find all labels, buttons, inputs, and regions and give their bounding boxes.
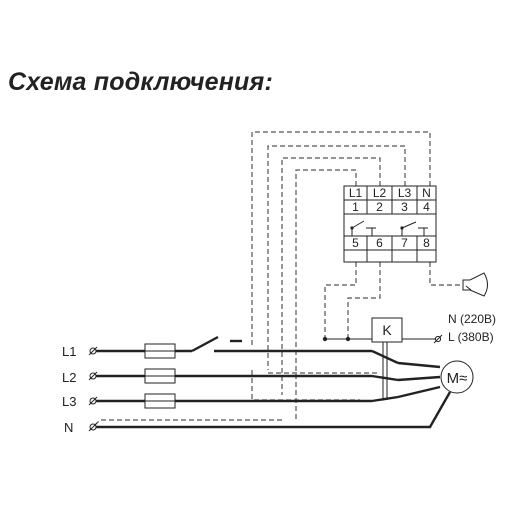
wire-l1-control (295, 169, 357, 420)
contactor-label: K (382, 322, 392, 338)
input-label-l1: L1 (62, 344, 76, 359)
wire-relay-5 (324, 262, 357, 338)
relay-terminal-n: N (422, 186, 431, 200)
relay-number-3: 3 (401, 200, 408, 214)
relay-number-1: 1 (352, 200, 359, 214)
supply-neutral-label: N (220В) (448, 312, 496, 326)
input-label-n: N (64, 420, 73, 435)
supply-labels: N (220В) L (380В) (433, 312, 496, 344)
wire-relay-6 (347, 262, 381, 338)
input-label-l3: L3 (62, 394, 76, 409)
wire-phase-link-a (251, 370, 360, 401)
relay-box (343, 185, 437, 263)
motor-label: M≈ (447, 370, 468, 387)
relay-terminal-l1: L1 (349, 186, 363, 200)
input-terminals: L1 L2 L3 N (62, 344, 98, 435)
breaker-switch (191, 335, 219, 353)
relay-number-7: 7 (401, 236, 408, 250)
relay-contact-left (350, 220, 376, 236)
neutral-line (96, 391, 452, 429)
terminal-l3 (88, 396, 98, 406)
input-label-l2: L2 (62, 370, 76, 385)
relay-terminal-l3: L3 (398, 186, 412, 200)
phase-lines (96, 335, 452, 429)
dashed-control-wires (92, 131, 462, 428)
contactor-k: K (325, 317, 441, 403)
wire-l3-control (267, 145, 406, 370)
terminal-l2 (88, 371, 98, 381)
terminal-n (88, 422, 98, 432)
horn-icon (462, 272, 488, 297)
relay-unit: L1 L2 L3 N 1 2 3 4 5 6 7 8 (343, 185, 437, 263)
wire-l2-control (281, 157, 381, 395)
supply-line-label: L (380В) (448, 330, 494, 344)
wire-relay-8-alarm (429, 262, 462, 286)
relay-number-4: 4 (423, 200, 430, 214)
relay-number-2: 2 (376, 200, 383, 214)
terminal-l1 (88, 346, 98, 356)
relay-number-6: 6 (376, 236, 383, 250)
page-title: Схема подключения: (8, 68, 273, 96)
motor-icon: M≈ (440, 360, 474, 394)
supply-terminal (433, 334, 443, 344)
relay-number-5: 5 (352, 236, 359, 250)
wire-n-control (251, 131, 431, 345)
relay-number-8: 8 (423, 236, 430, 250)
relay-terminal-l2: L2 (373, 186, 387, 200)
relay-contact-right (400, 221, 428, 236)
